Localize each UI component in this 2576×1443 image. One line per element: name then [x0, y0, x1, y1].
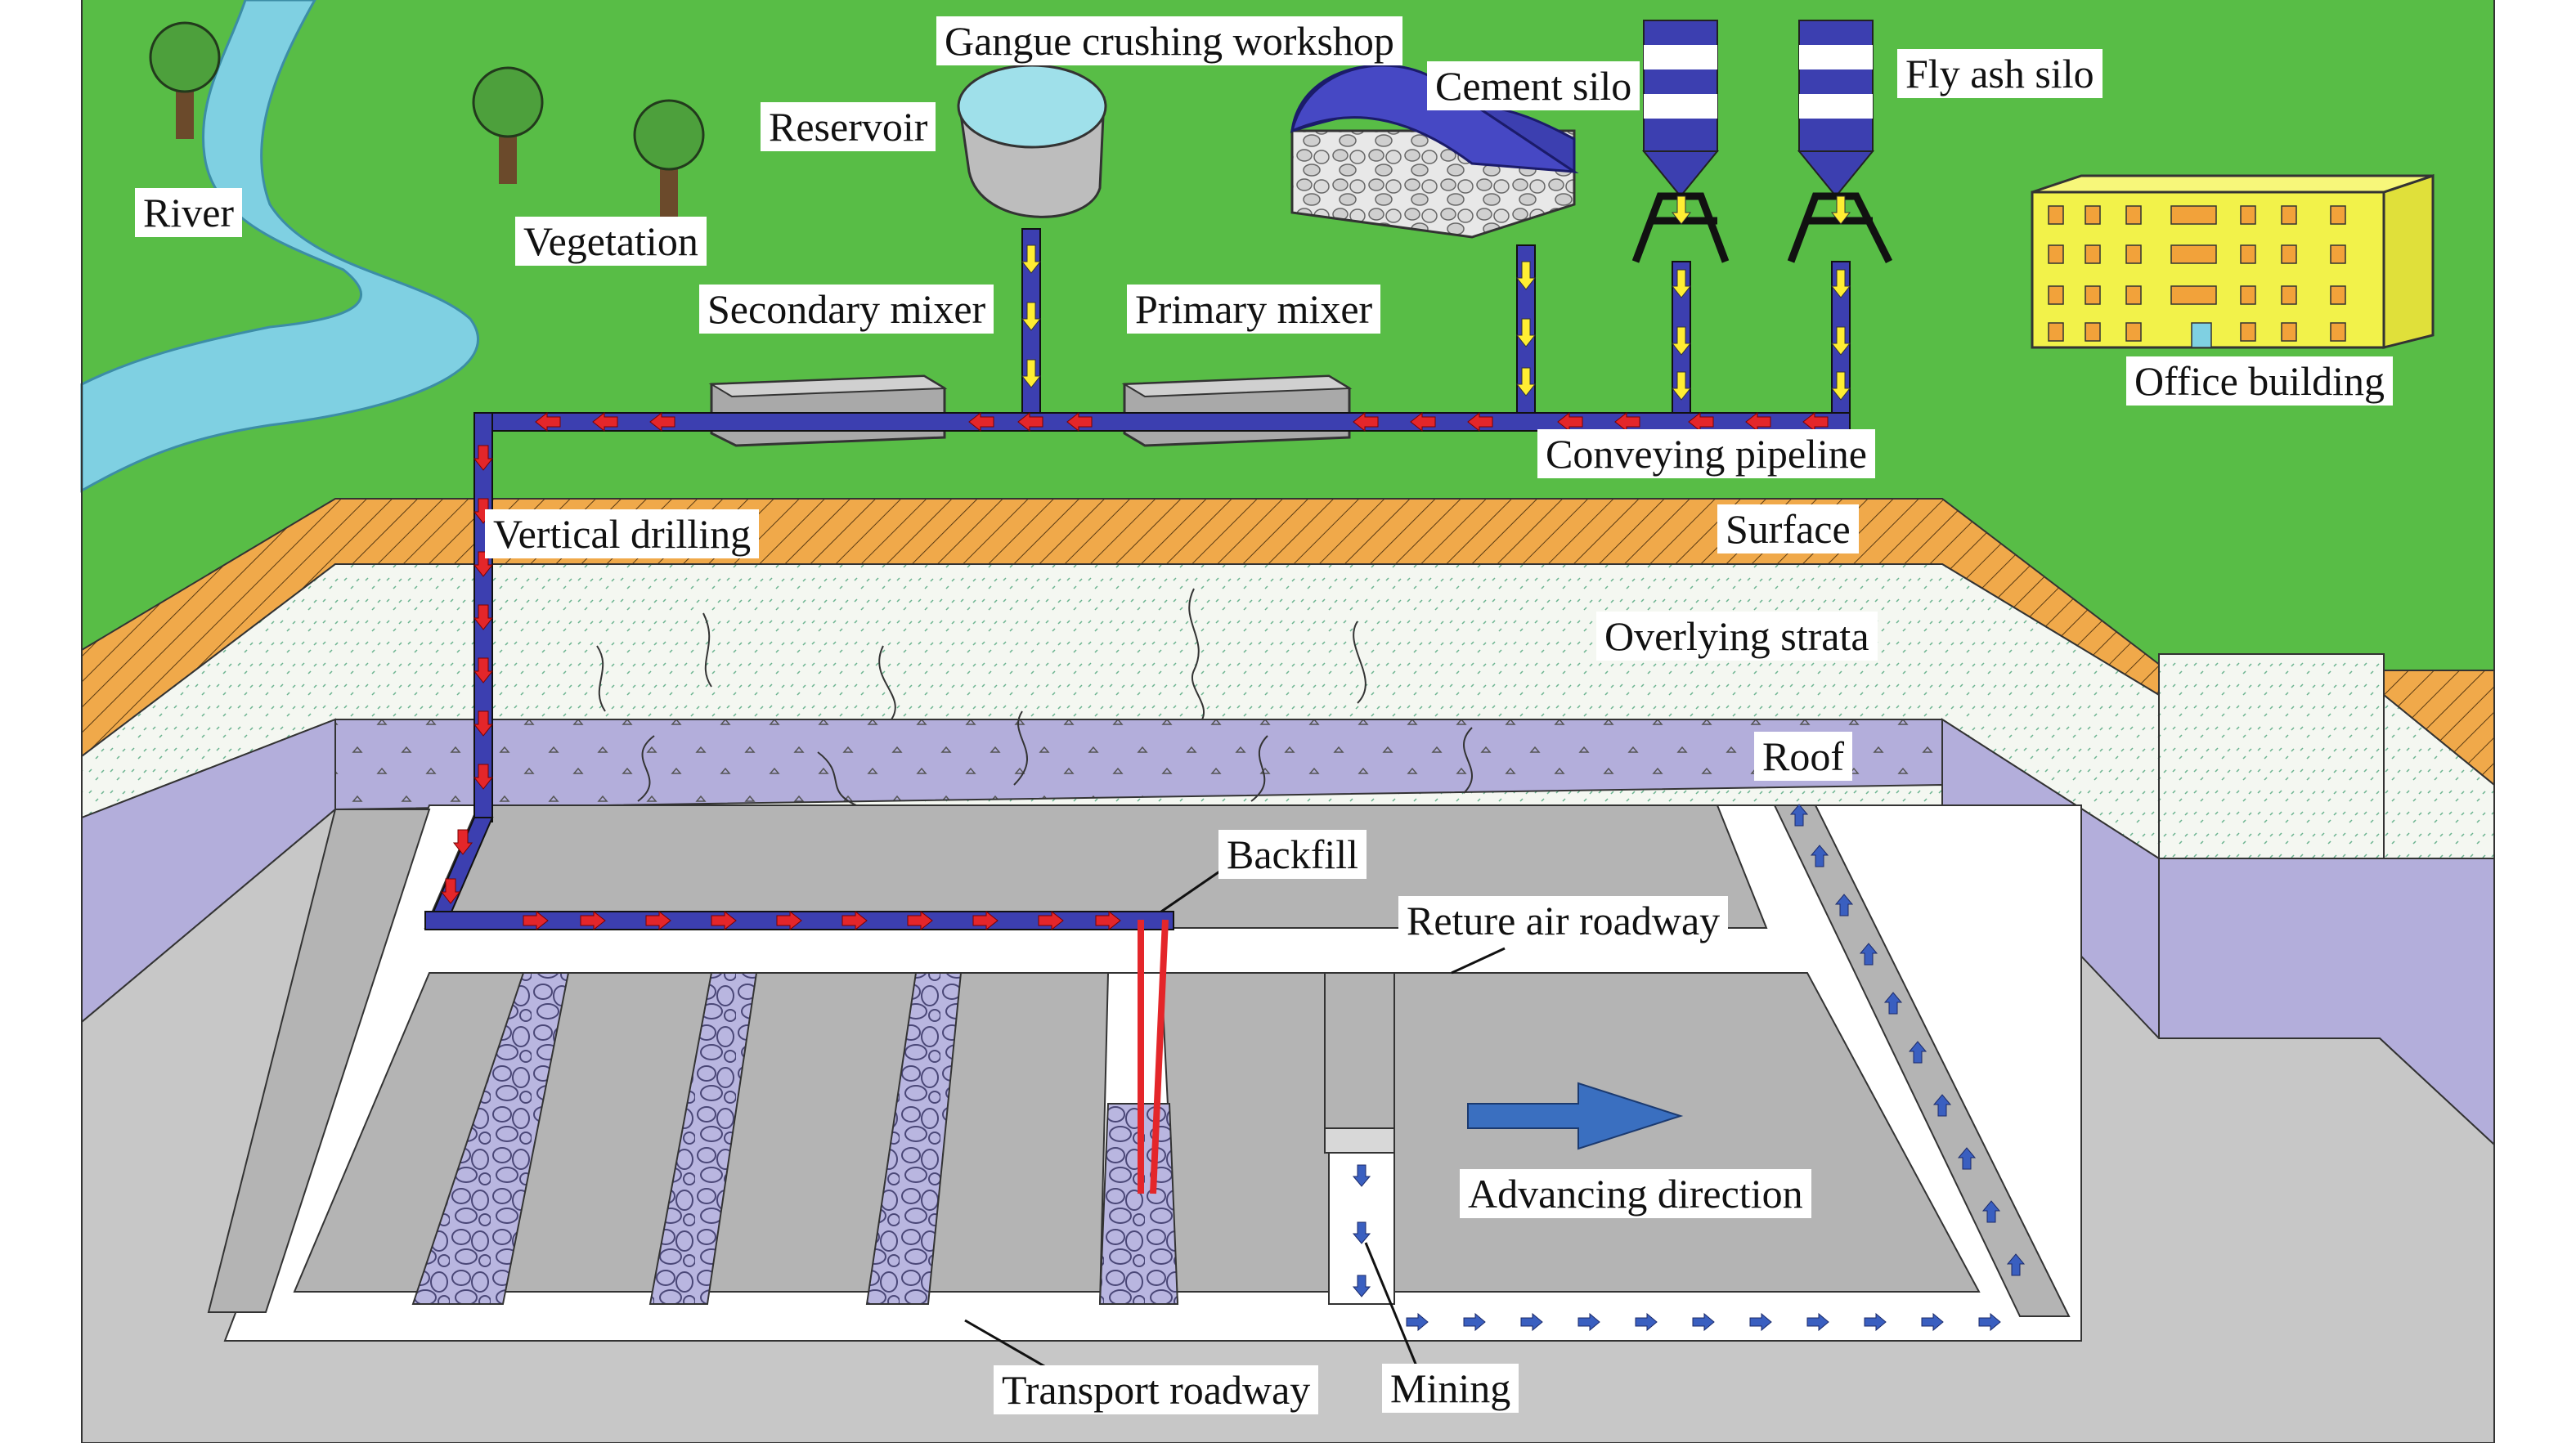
- mining-face: [1324, 972, 1395, 1305]
- label-gangue-crushing-workshop: Gangue crushing workshop: [936, 16, 1402, 65]
- cement-silo: [1631, 20, 1730, 263]
- label-roof: Roof: [1754, 732, 1852, 781]
- label-overlying-strata: Overlying strata: [1596, 612, 1878, 661]
- label-primary-mixer: Primary mixer: [1127, 285, 1381, 334]
- fracture-lines: [596, 588, 1473, 810]
- label-reservoir: Reservoir: [761, 102, 936, 151]
- label-mining: Mining: [1382, 1364, 1519, 1413]
- tree-icon: [633, 99, 705, 217]
- gangue-crushing-workshop: [1290, 64, 1579, 239]
- label-conveying-pipeline: Conveying pipeline: [1537, 429, 1875, 478]
- label-fly-ash-silo: Fly ash silo: [1897, 49, 2103, 98]
- label-surface: Surface: [1717, 504, 1859, 553]
- label-transport-roadway: Transport roadway: [994, 1365, 1319, 1414]
- tree-icon: [149, 21, 221, 139]
- label-river: River: [135, 188, 243, 237]
- backfill-strip: [411, 972, 1179, 1305]
- label-cement-silo: Cement silo: [1427, 61, 1640, 110]
- label-secondary-mixer: Secondary mixer: [699, 285, 994, 334]
- advancing-direction-arrow: [1467, 1082, 1684, 1150]
- label-vertical-drilling: Vertical drilling: [485, 509, 760, 558]
- reservoir-tank: [957, 64, 1107, 218]
- fly-ash-silo: [1787, 20, 1893, 264]
- office-building: [2031, 173, 2435, 349]
- label-office-building: Office building: [2126, 356, 2393, 406]
- secondary-mixer: [708, 374, 948, 447]
- label-advancing-direction: Advancing direction: [1460, 1169, 1811, 1218]
- tree-icon: [472, 66, 544, 184]
- label-vegetation: Vegetation: [515, 217, 707, 266]
- primary-mixer: [1121, 374, 1353, 447]
- airflow-arrows: [1352, 804, 2026, 1332]
- slurry-flow-arrows: [440, 411, 1829, 931]
- material-flow-arrows: [1021, 195, 1851, 401]
- backfill-pipe: [1138, 919, 1169, 1194]
- label-backfill: Backfill: [1218, 830, 1367, 879]
- label-return-air-roadway: Reture air roadway: [1398, 896, 1729, 945]
